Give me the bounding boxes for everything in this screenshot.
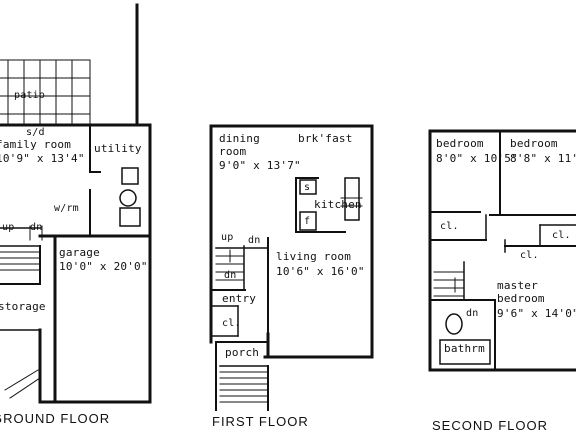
master-name-2: bedroom — [497, 292, 545, 305]
first-up-label: up — [221, 232, 234, 243]
dining-name-1: dining — [219, 132, 260, 145]
ground-floor-plan — [0, 3, 152, 404]
family-room-size: 10'9" x 13'4" — [0, 152, 85, 165]
family-room-name: family room — [0, 138, 72, 151]
master-name-1: master — [497, 279, 538, 292]
dining-name-2: room — [219, 145, 247, 158]
master-size: 9'6" x 14'0" — [497, 307, 576, 320]
storage-label: storage — [0, 300, 46, 313]
bedroom-2-size: 8'8" x 11'4" — [510, 152, 576, 165]
fridge-label: f — [304, 216, 311, 227]
bedroom-1-size: 8'0" x 10'5" — [436, 152, 518, 165]
dining-size: 9'0" x 13'7" — [219, 159, 301, 172]
first-floor-caption: FIRST FLOOR — [212, 414, 309, 429]
sink-label: s — [304, 182, 311, 193]
bath-label: bathrm — [444, 342, 485, 355]
garage-name: garage — [59, 246, 100, 259]
entry-label: entry — [222, 292, 257, 305]
utility-label: utility — [94, 142, 142, 155]
ground-dn-label: dn — [30, 222, 43, 233]
bedroom-1-name: bedroom — [436, 137, 484, 150]
living-room-size: 10'6" x 16'0" — [276, 265, 365, 278]
sliding-door-label: s/d — [26, 127, 45, 138]
second-dn-label: dn — [466, 308, 479, 319]
first-dn-label-2: dn — [224, 270, 237, 281]
second-closet-3: cl. — [520, 250, 539, 261]
second-floor-caption: SECOND FLOOR — [432, 418, 549, 433]
w-rm-label: w/rm — [54, 203, 79, 214]
first-closet-label: cl. — [222, 318, 241, 329]
garage-size: 10'0" x 20'0" — [59, 260, 148, 273]
breakfast-label: brk'fast — [298, 132, 353, 145]
living-room-name: living room — [276, 250, 352, 263]
ground-up-label: up — [2, 222, 15, 233]
first-dn-label: dn — [248, 235, 261, 246]
kitchen-label: kitchen — [314, 198, 362, 211]
patio-grid — [0, 59, 91, 125]
bedroom-2-name: bedroom — [510, 137, 558, 150]
first-floor-plan — [209, 124, 374, 411]
ground-floor-caption: GROUND FLOOR — [0, 411, 111, 426]
second-floor-plan — [428, 129, 576, 372]
patio-label: patio — [14, 90, 46, 101]
second-closet-1: cl. — [440, 221, 459, 232]
second-closet-2: cl. — [552, 230, 571, 241]
porch-label: porch — [225, 346, 260, 359]
